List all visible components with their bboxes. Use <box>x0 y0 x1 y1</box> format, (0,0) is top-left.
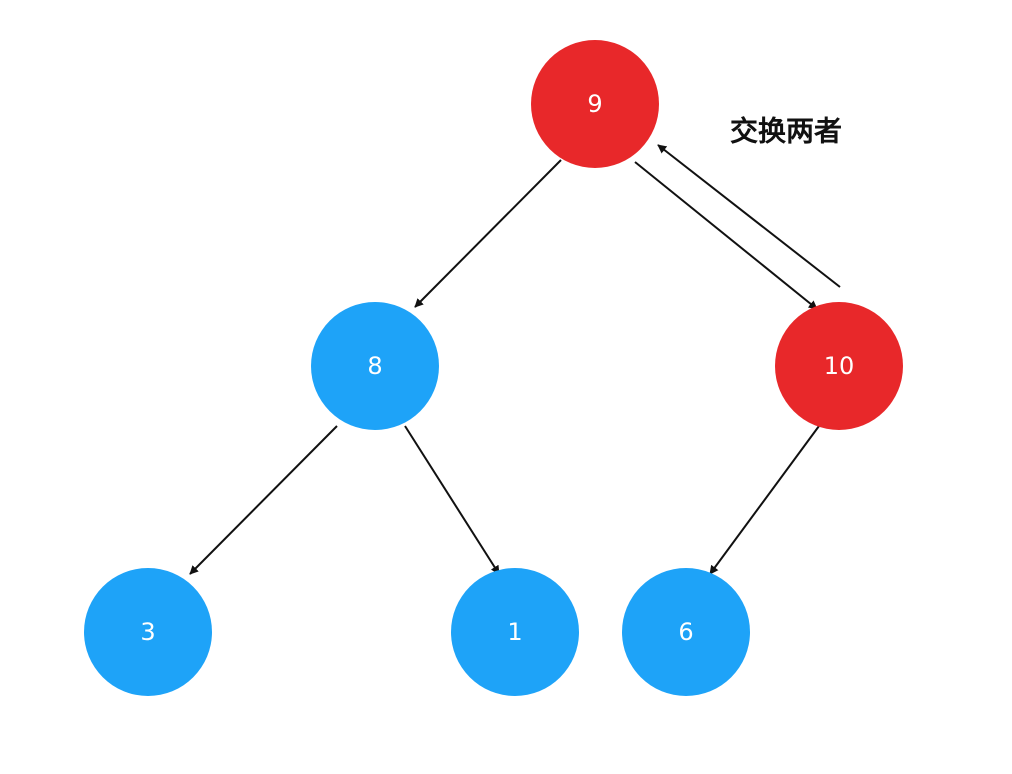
tree-node-6: 6 <box>622 568 750 696</box>
edge-n9-to-n8 <box>414 159 562 308</box>
node-circle <box>451 568 579 696</box>
tree-node-10: 10 <box>775 302 903 430</box>
nodes-layer: 9 8 10 3 1 6 <box>84 40 903 696</box>
edges-layer <box>189 144 841 575</box>
tree-node-8: 8 <box>311 302 439 430</box>
edge-n10-to-n9 <box>657 144 841 288</box>
edge-n10-to-n6 <box>709 425 820 575</box>
node-circle <box>84 568 212 696</box>
node-label: 1 <box>507 618 522 646</box>
node-label: 6 <box>678 618 693 646</box>
node-label: 9 <box>587 90 602 118</box>
node-label: 3 <box>140 618 155 646</box>
node-circle <box>531 40 659 168</box>
node-label: 10 <box>824 352 855 380</box>
edge-n9-to-n10 <box>634 161 818 310</box>
tree-node-1: 1 <box>451 568 579 696</box>
tree-node-9: 9 <box>531 40 659 168</box>
node-circle <box>775 302 903 430</box>
edge-n8-to-n1 <box>404 425 500 575</box>
node-label: 8 <box>367 352 382 380</box>
swap-annotation: 交换两者 <box>730 115 842 148</box>
node-circle <box>311 302 439 430</box>
node-circle <box>622 568 750 696</box>
edge-n8-to-n3 <box>189 425 338 575</box>
tree-node-3: 3 <box>84 568 212 696</box>
